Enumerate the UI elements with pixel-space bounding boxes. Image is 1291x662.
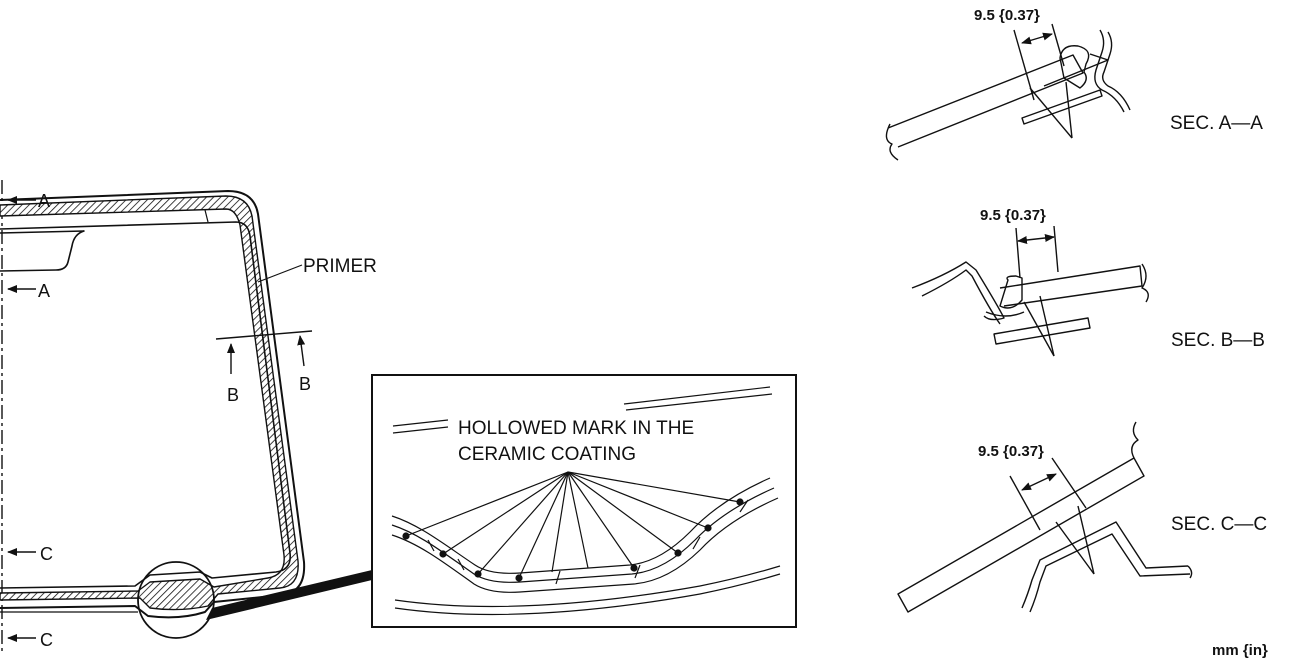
primer-band xyxy=(0,195,299,611)
section-b-b xyxy=(911,225,1149,357)
detail-connector xyxy=(206,570,372,620)
primer-leader-line xyxy=(257,264,303,283)
section-b-start-label: B xyxy=(227,385,239,405)
section-c-dimension: 9.5 {0.37} xyxy=(978,443,1044,460)
detail-box: HOLLOWED MARK IN THE CERAMIC COATING xyxy=(371,374,797,628)
section-a-end-label: A xyxy=(38,281,50,301)
section-a-dimension: 9.5 {0.37} xyxy=(974,7,1040,24)
section-c-title: SEC. C—C xyxy=(1171,514,1267,535)
section-a-title: SEC. A—A xyxy=(1170,113,1263,134)
units-label: mm {in} xyxy=(1212,642,1268,659)
primer-label: PRIMER xyxy=(303,256,377,277)
section-a-a xyxy=(885,23,1131,161)
section-c-end-label: C xyxy=(40,630,53,650)
detail-note-line-1: HOLLOWED MARK IN THE xyxy=(458,418,694,439)
section-a-start-label: A xyxy=(38,191,50,211)
section-c-c xyxy=(897,421,1193,613)
mirror-mount-area xyxy=(0,230,85,272)
section-cut-arrows xyxy=(7,196,313,642)
windshield xyxy=(0,180,306,655)
detail-note-line-2: CERAMIC COATING xyxy=(458,444,636,465)
detail-magnifier-circle xyxy=(137,561,215,639)
section-b-title: SEC. B—B xyxy=(1171,330,1265,351)
section-b-dimension: 9.5 {0.37} xyxy=(980,207,1046,224)
section-c-start-label: C xyxy=(40,544,53,564)
section-b-end-label: B xyxy=(299,374,311,394)
section-b-cut-line xyxy=(215,330,313,340)
glass-inner-edge xyxy=(0,221,292,589)
